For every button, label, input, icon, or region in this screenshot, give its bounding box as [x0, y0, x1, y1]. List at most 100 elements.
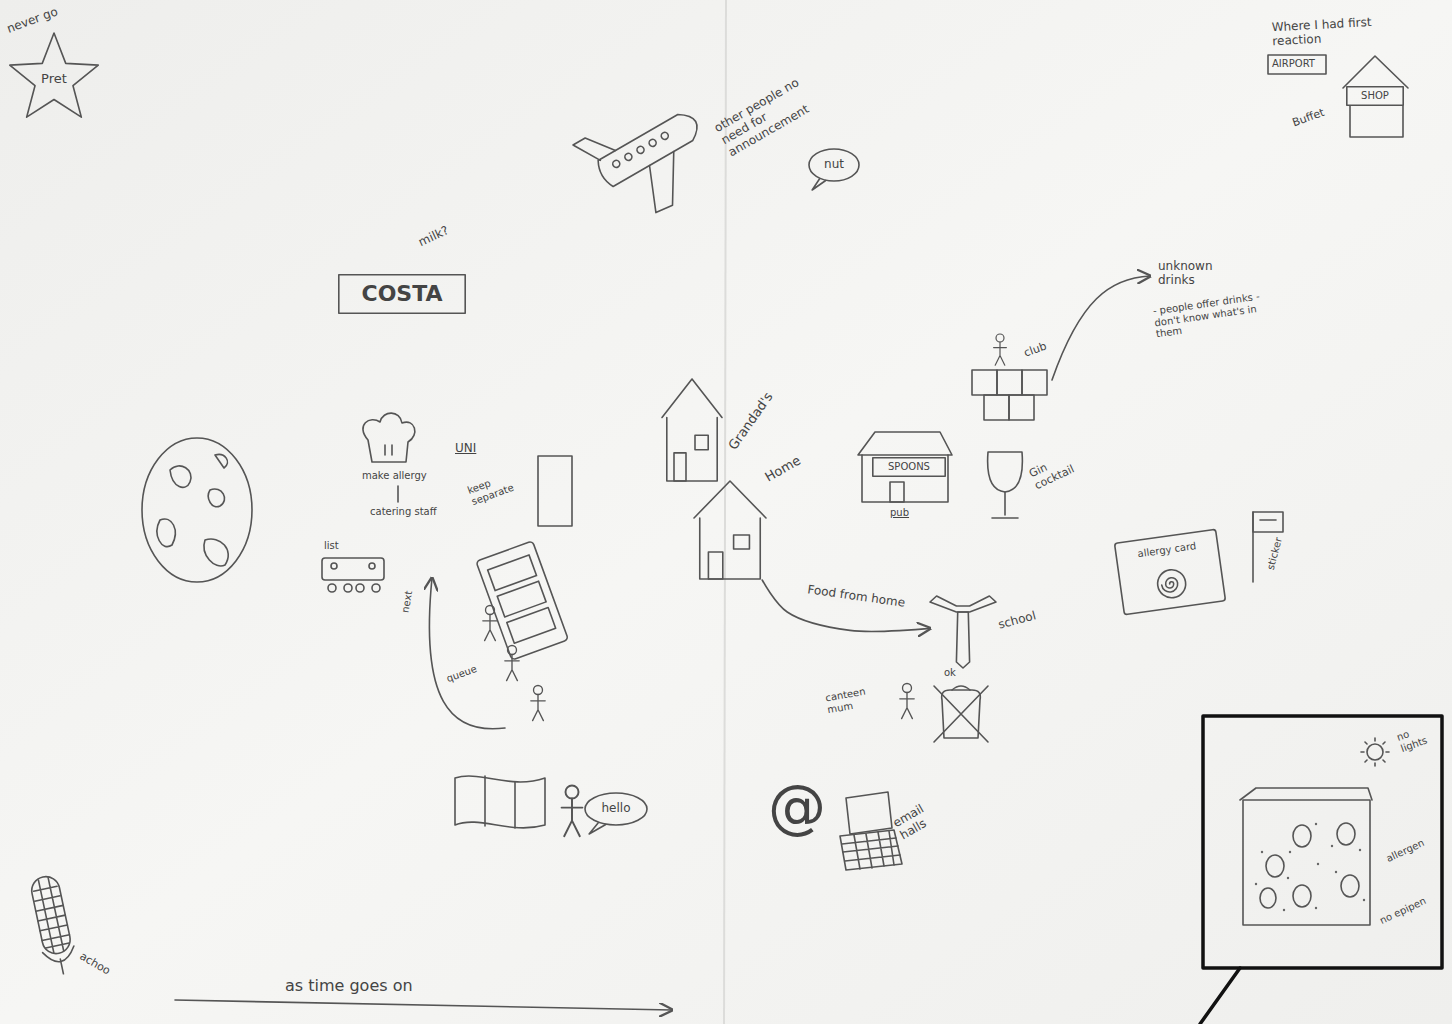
- annotation: queue: [445, 663, 478, 685]
- crossed-bag-part: [934, 686, 988, 742]
- school-tie-outline-part: [930, 596, 996, 612]
- stick-figure: [900, 684, 914, 719]
- arrow-label: next: [399, 590, 414, 614]
- flag-sketch: [455, 776, 545, 828]
- shop-sign-outline: [1347, 87, 1403, 105]
- cafe-sign-outline: [339, 275, 465, 313]
- wine-glass-part: [988, 452, 1023, 492]
- grandad-house-outline-part: [662, 379, 722, 418]
- allergy-card: allergy card: [1113, 528, 1226, 616]
- annotation: other people no need for announcement: [712, 74, 819, 160]
- pub-building-part: [858, 432, 952, 455]
- annotation: make allergy: [362, 470, 427, 482]
- globe-sketch-part: [157, 519, 175, 547]
- grandad-house-outline-part: [695, 435, 708, 450]
- club-boxes-part: [984, 395, 1009, 420]
- node-text: COSTA: [361, 281, 442, 306]
- school-tie-outline-part: [956, 612, 969, 668]
- room-sketch-part: [1266, 855, 1284, 877]
- speech-bubble: nut: [808, 148, 860, 182]
- club-boxes-part: [1022, 370, 1047, 395]
- chef-hat-part: [363, 413, 415, 462]
- sun-sketch: [1361, 738, 1389, 766]
- corn-sketch-part: [43, 946, 79, 977]
- phone-sketch-part: [476, 541, 568, 660]
- plane-sketch-part: [573, 128, 616, 168]
- room-sketch-part: [1293, 825, 1311, 847]
- annotation: list: [324, 540, 339, 552]
- allergy-card-shape: [1113, 528, 1226, 616]
- small-flag-part: [1253, 512, 1283, 532]
- annotation: ok: [944, 667, 956, 679]
- plane-sketch-part: [660, 131, 670, 141]
- annotation: canteen mum: [824, 684, 879, 716]
- room-sketch-part-part: [1289, 851, 1291, 853]
- laptop-sketch-part: [842, 831, 900, 869]
- grandad-house-outline: [662, 379, 722, 481]
- room-sketch-part: [1240, 788, 1372, 800]
- club-boxes-part: [997, 370, 1022, 395]
- stick-figure: [531, 686, 545, 721]
- node-text: nut: [824, 158, 844, 172]
- food-tray-part: [322, 558, 384, 580]
- speech-bubble-outline: [809, 149, 859, 190]
- pub-building-part: [890, 482, 904, 502]
- queue-arrow: [429, 578, 505, 729]
- room-sketch-part: [1255, 823, 1365, 911]
- node-text: SHOP: [1361, 90, 1389, 102]
- home-house: Home: [694, 452, 818, 580]
- annotation: achoo: [77, 951, 112, 979]
- timeline-label: as time goes on: [285, 977, 413, 995]
- annotation: no epipen: [1378, 895, 1428, 926]
- room-sketch-part-part: [1359, 849, 1361, 851]
- crossed-bag: [934, 686, 988, 742]
- room-sketch-part-part: [1363, 899, 1365, 901]
- fridge-sketch: [538, 456, 572, 526]
- globe-sketch-part: [204, 539, 228, 566]
- sun-sketch-part: [1367, 744, 1383, 760]
- email-symbol: @: [768, 774, 826, 841]
- shop-building-part: [1343, 56, 1408, 88]
- stick-figure: [505, 646, 519, 681]
- laptop-sketch: [840, 792, 902, 870]
- annotation: Where I had first reaction: [1271, 15, 1396, 49]
- star-badge-outline: [10, 33, 99, 117]
- food-tray-part: [344, 584, 352, 592]
- callout-frame-part: [1203, 716, 1442, 968]
- stick-figure: [483, 606, 497, 641]
- food-tray-part: [356, 584, 364, 592]
- home-house-outline-part: [734, 535, 750, 549]
- globe-sketch-part: [142, 438, 252, 582]
- flag-sketch-part: [485, 776, 515, 828]
- annotation: Buffet: [1291, 107, 1327, 130]
- room-sketch-part-part: [1317, 863, 1319, 865]
- node-heading: milk?: [417, 224, 452, 250]
- annotation: no lights: [1395, 721, 1435, 754]
- food-tray-part: [331, 563, 337, 569]
- home-house-outline-part: [708, 552, 722, 579]
- shop-sign-outline-part: [1347, 87, 1403, 105]
- grandad-house-outline-part: [674, 453, 686, 481]
- annotation: keep separate: [466, 466, 528, 507]
- callout-frame: [1200, 716, 1442, 1024]
- crossed-out-box: [1268, 55, 1326, 74]
- node-heading: Grandad's: [726, 390, 776, 453]
- grandad-house-outline-part: [667, 418, 717, 481]
- node-heading: never go: [5, 5, 60, 36]
- corn-sketch: [27, 874, 79, 977]
- wine-glass-part: [992, 492, 1018, 518]
- node-text: hello: [602, 802, 631, 816]
- pub-sign: SPOONS: [872, 457, 946, 477]
- room-sketch-part-part: [1283, 909, 1285, 911]
- plane-sketch-part: [634, 151, 697, 214]
- globe-sketch-part: [170, 466, 191, 487]
- star-badge-outline-part: [10, 33, 99, 117]
- room-sketch-part-part: [1315, 907, 1317, 909]
- annotation: allergen: [1384, 837, 1426, 865]
- crossed-bag-part: [952, 686, 970, 690]
- cafe-sign-outline-part: [339, 275, 465, 313]
- crossed-out-word: AIRPORT: [1272, 58, 1315, 70]
